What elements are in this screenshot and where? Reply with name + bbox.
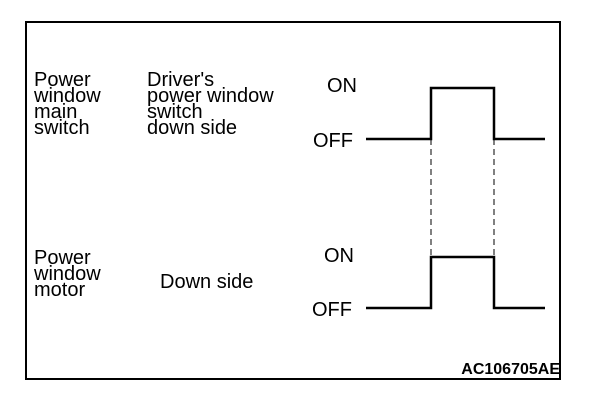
condition-label-down-side: Down side bbox=[160, 271, 254, 293]
condition-label-driver-switch-down: Driver's power window switch down side bbox=[147, 69, 274, 139]
state-off-label-motor: OFF bbox=[312, 299, 352, 321]
component-label-main-switch: Power window main switch bbox=[34, 69, 101, 139]
component-label-motor: Power window motor bbox=[34, 247, 101, 301]
state-on-label-main-switch: ON bbox=[327, 75, 357, 97]
state-off-label-main-switch: OFF bbox=[313, 130, 353, 152]
state-on-label-motor: ON bbox=[324, 245, 354, 267]
diagram-frame bbox=[25, 21, 561, 380]
figure-code: AC106705AE bbox=[461, 361, 560, 378]
